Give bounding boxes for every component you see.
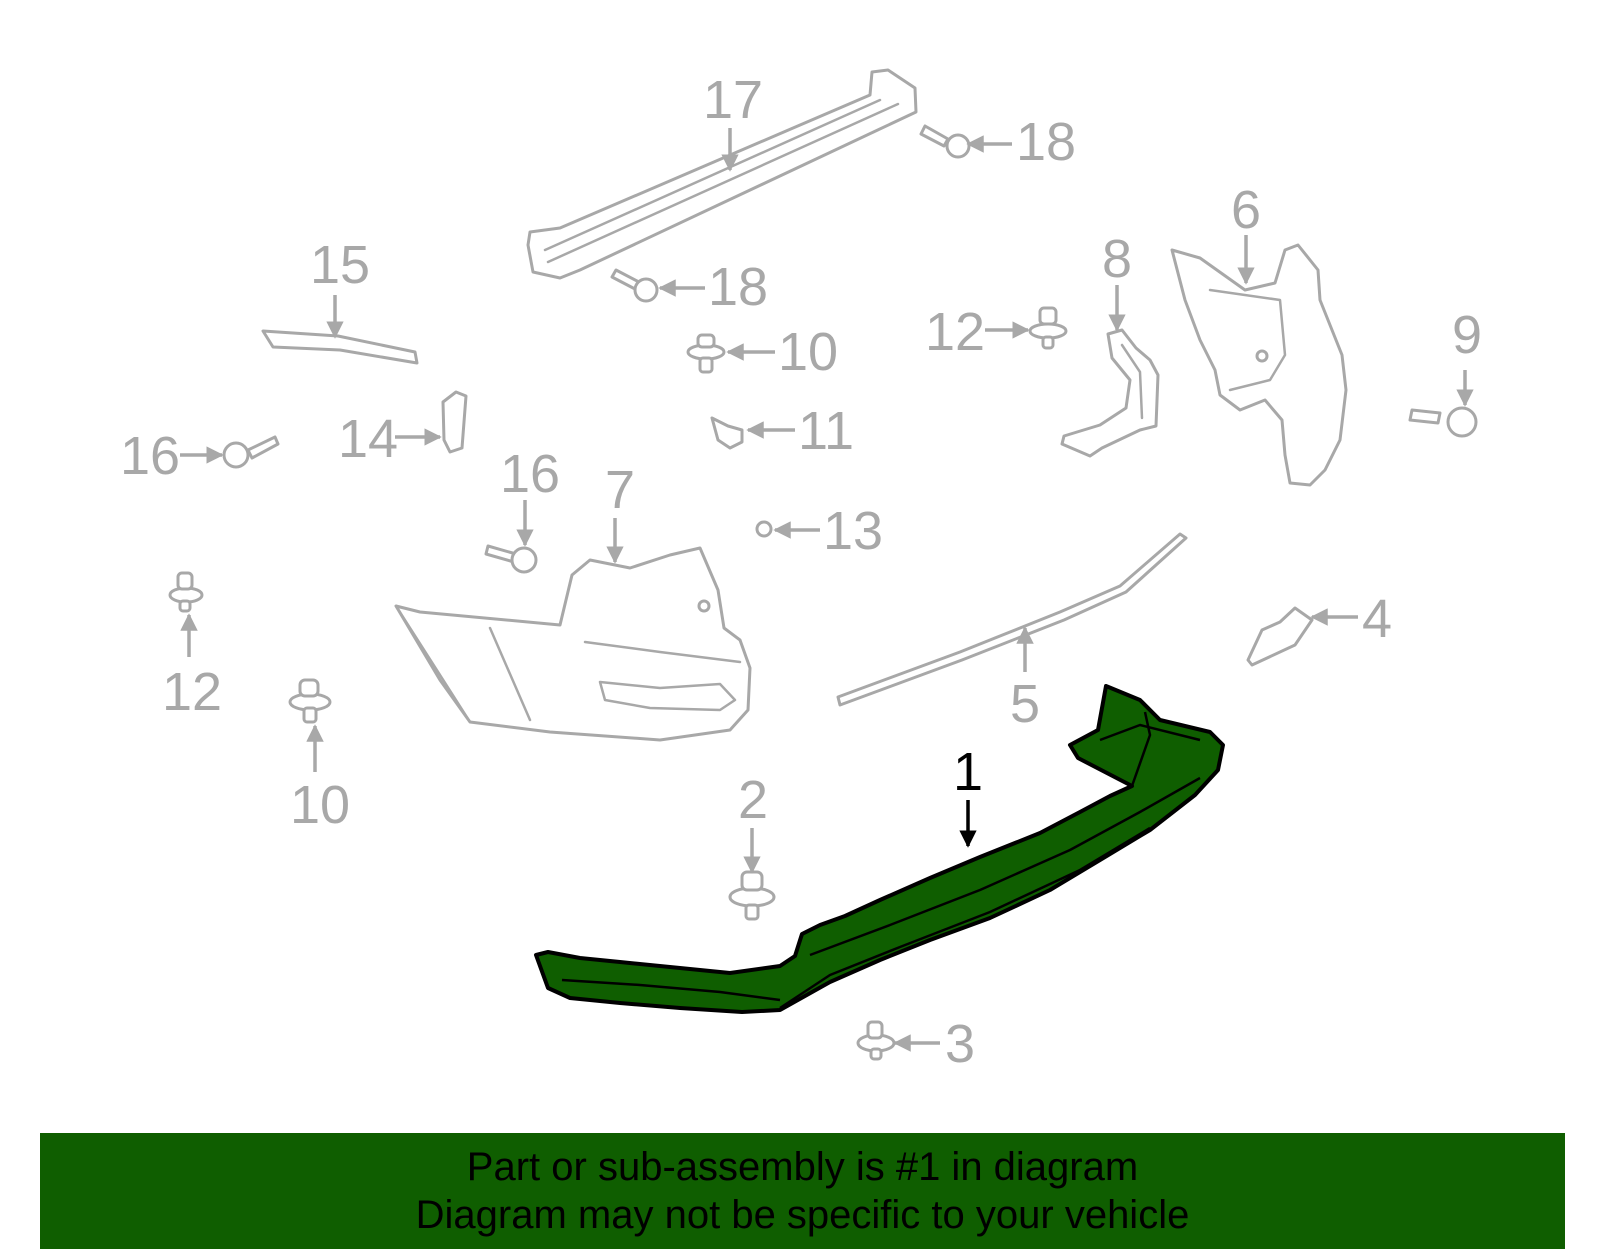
callout-1[interactable]: 1 (953, 742, 983, 802)
part-7-bumper-side-cover[interactable] (394, 546, 752, 742)
part-10-clip-upper[interactable] (686, 333, 726, 374)
callout-18-lower[interactable]: 18 (708, 257, 768, 317)
callout-2[interactable]: 2 (738, 770, 768, 830)
callout-6[interactable]: 6 (1231, 180, 1261, 240)
part-13-grommet[interactable] (755, 520, 773, 538)
callout-12-lower[interactable]: 12 (162, 662, 222, 722)
banner-line-1: Part or sub-assembly is #1 in diagram (466, 1145, 1139, 1189)
callout-14[interactable]: 14 (338, 409, 398, 469)
part-18-bolt-lower[interactable] (610, 268, 659, 303)
part-12-clip-left[interactable] (168, 571, 204, 613)
part-11-push-pin[interactable] (710, 416, 744, 450)
callout-11[interactable]: 11 (798, 401, 854, 461)
callout-5[interactable]: 5 (1010, 674, 1040, 734)
part-12-clip-upper[interactable] (1028, 306, 1068, 350)
part-16-bolt-left[interactable] (222, 435, 280, 469)
part-10-clip-lower[interactable] (288, 678, 332, 724)
part-8-bracket[interactable] (1060, 328, 1160, 458)
callout-4[interactable]: 4 (1362, 589, 1392, 649)
callout-16-left[interactable]: 16 (120, 426, 180, 486)
callout-9[interactable]: 9 (1452, 305, 1482, 365)
callout-10-upper[interactable]: 10 (778, 322, 838, 382)
part-9-bolt[interactable] (1408, 406, 1478, 438)
callout-17[interactable]: 17 (703, 70, 763, 130)
banner-line-2: Diagram may not be specific to your vehi… (415, 1193, 1190, 1237)
part-18-bolt-upper[interactable] (919, 124, 971, 159)
callout-15[interactable]: 15 (310, 235, 370, 295)
info-banner: Part or sub-assembly is #1 in diagram Di… (40, 1133, 1565, 1249)
part-5-molding-strip[interactable] (836, 532, 1188, 707)
callout-3[interactable]: 3 (945, 1014, 975, 1074)
part-15-strip[interactable] (261, 329, 419, 365)
callout-13[interactable]: 13 (823, 501, 883, 561)
callout-7[interactable]: 7 (605, 460, 635, 520)
part-17-reinforcement-bar[interactable] (526, 68, 918, 280)
callout-12-upper[interactable]: 12 (925, 302, 985, 362)
part-14-retainer[interactable] (441, 390, 468, 454)
part-4-bracket[interactable] (1246, 606, 1314, 667)
part-16-bolt-center[interactable] (484, 544, 538, 574)
callout-10-lower[interactable]: 10 (290, 775, 350, 835)
part-2-clip[interactable] (728, 870, 776, 921)
part-6-side-bracket[interactable] (1170, 243, 1348, 487)
part-3-clip[interactable] (856, 1020, 896, 1061)
callout-8[interactable]: 8 (1102, 229, 1132, 289)
callout-16-center[interactable]: 16 (500, 444, 560, 504)
callout-18-upper[interactable]: 18 (1016, 112, 1076, 172)
part-1-lower-valance[interactable] (534, 684, 1225, 1014)
